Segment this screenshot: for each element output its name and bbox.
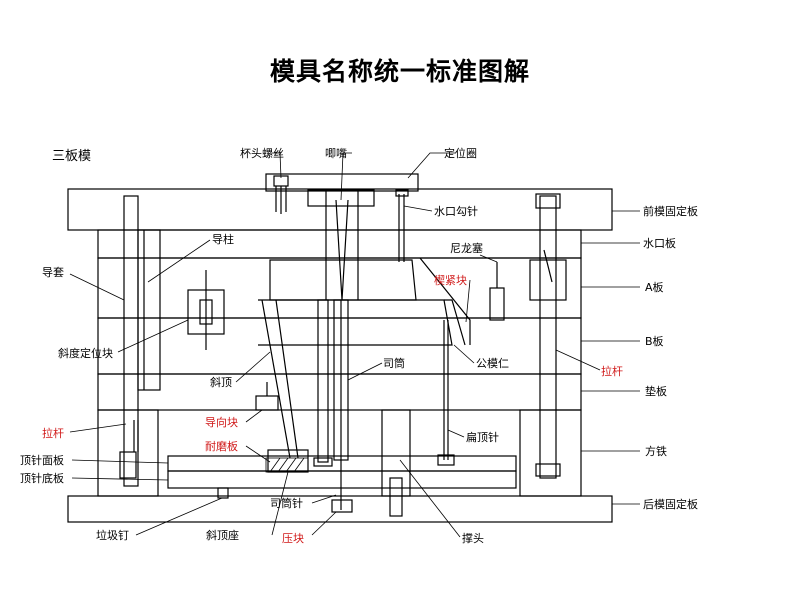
label-ejector-base-plate: 顶针底板 [20,471,64,485]
label-ejector-sleeve: 司筒 [383,356,405,370]
spacer-plate-shape [97,373,582,411]
label-guide-block: 导向块 [205,415,238,429]
label-support-block: 方铁 [645,444,667,458]
label-wedge-block: 楔紧块 [434,274,467,287]
label-spacer-plate: 垫板 [645,384,667,398]
label-pull-rod-left: 拉杆 [42,426,64,440]
guide-block-shape [255,395,279,411]
wear-plate-hatch [265,457,309,473]
label-sleeve-pin: 司筒针 [270,496,303,510]
guide-bush-left [137,229,161,391]
mold-type-label: 三板模 [52,149,91,164]
label-b-plate: B板 [645,334,664,348]
label-angle-locating-block: 斜度定位块 [58,346,113,360]
ejector-retainer-plate-shape [167,455,517,472]
label-press-block: 压块 [282,532,304,545]
label-stop-pin: 垃圾钉 [96,528,129,542]
press-block-shape [331,499,353,513]
support-block-right [519,409,582,497]
label-nylon-plug: 尼龙塞 [450,241,483,255]
label-pull-rod-right: 拉杆 [601,364,623,378]
pull-rod-right-shape [539,195,557,479]
label-guide-bush: 导套 [42,266,64,279]
support-block-left [97,409,159,497]
label-runner-plate: 水口板 [643,236,676,250]
label-lifter-base: 斜顶座 [206,528,239,542]
stop-pin-shape [217,487,229,499]
label-a-plate: A板 [645,280,664,294]
label-lifter: 斜顶 [210,376,232,389]
ejector-base-plate-shape [167,470,517,489]
guide-pillar-left [123,195,139,487]
page-title: 模具名称统一标准图解 [269,57,530,86]
core-insert-shape [258,299,453,346]
rear-clamp-plate-shape [67,495,613,523]
lifter-shape [261,299,299,459]
label-wear-plate: 耐磨板 [205,439,238,453]
nylon-plug-shape [489,287,505,321]
label-flat-ejector: 扁顶针 [466,430,499,444]
sprue-shape [325,190,359,300]
label-sprue: 唧嘴 [325,147,347,160]
label-locating-ring: 定位圈 [444,146,477,160]
label-ejector-retainer-plate: 顶针面板 [20,453,64,467]
label-support-pillar: 撑头 [462,531,484,545]
front-clamp-plate-shape [67,188,613,231]
label-cup-screw: 杯头螺丝 [240,146,284,160]
support-pillar-shape [381,409,411,497]
label-rear-clamp-plate: 后模固定板 [643,497,698,511]
label-core-insert: 公模仁 [476,357,509,370]
label-front-clamp-plate: 前模固定板 [643,204,698,218]
label-water-hook-pin: 水口勾针 [434,204,478,218]
label-guide-pillar: 导柱 [212,232,234,246]
